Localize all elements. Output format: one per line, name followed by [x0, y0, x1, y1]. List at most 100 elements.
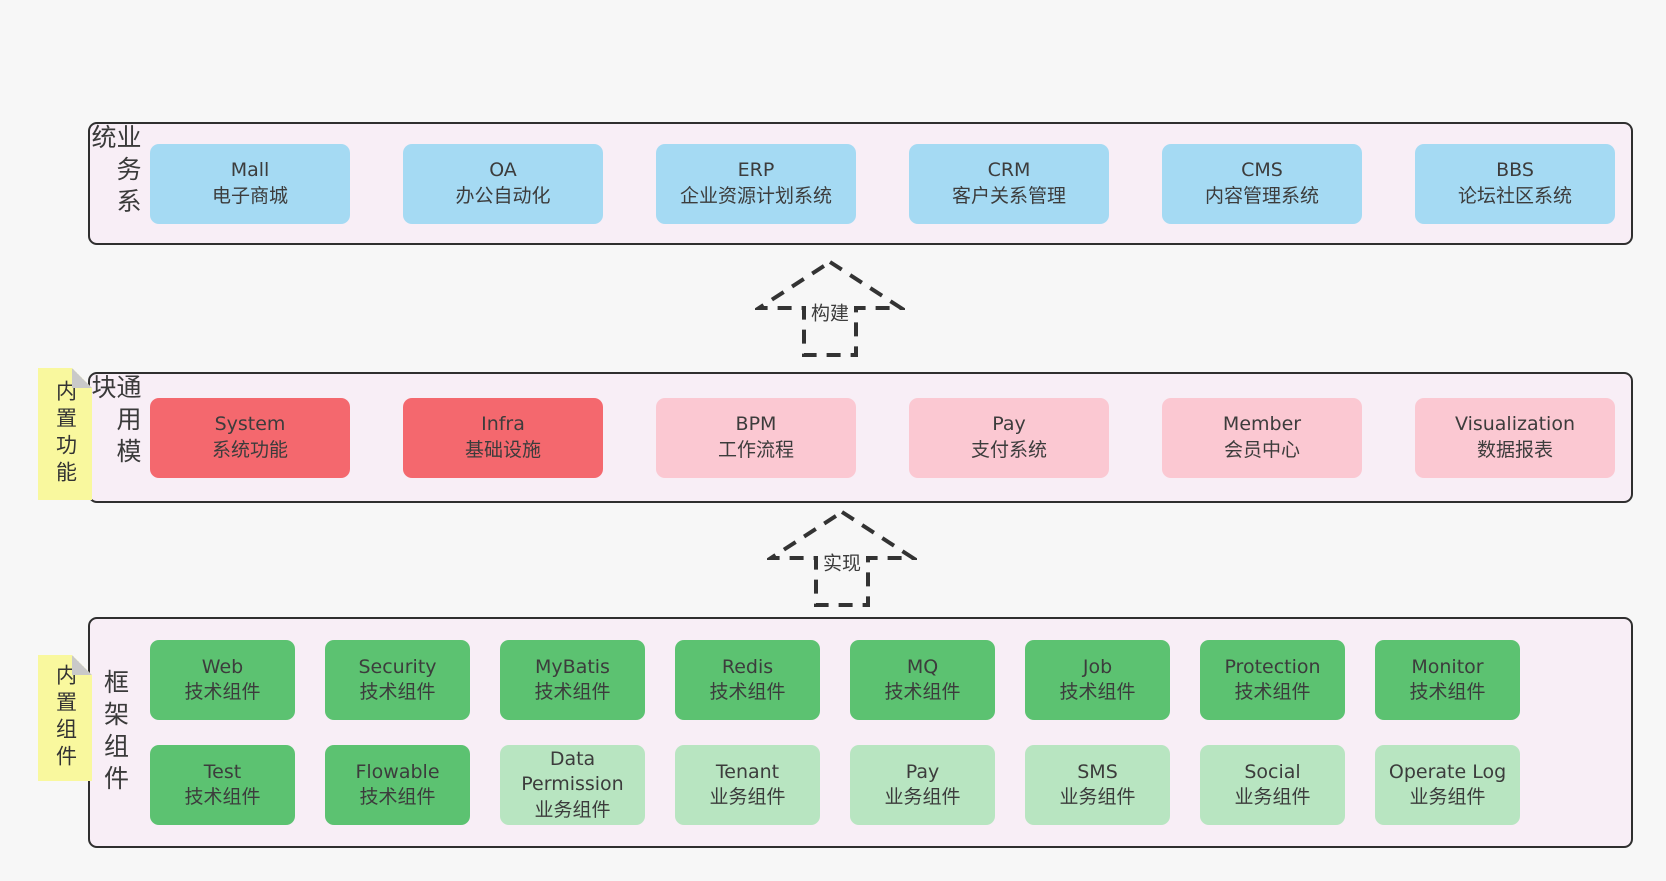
- box-title: BBS: [1496, 159, 1534, 182]
- note-label: 内置组件: [53, 664, 78, 772]
- box-tenant: Tenant 业务组件: [675, 745, 820, 825]
- layer-components-label: 框架组件: [100, 668, 130, 797]
- box-title: Redis: [721, 655, 774, 678]
- box-title: Visualization: [1454, 413, 1575, 436]
- box-title: Monitor: [1411, 655, 1484, 678]
- box-sms: SMS 业务组件: [1025, 745, 1170, 825]
- box-pay-component: Pay 业务组件: [850, 745, 995, 825]
- box-title: CMS: [1241, 159, 1283, 182]
- box-subtitle: 业务组件: [1409, 786, 1486, 808]
- box-subtitle: 业务组件: [709, 786, 786, 808]
- box-title: MQ: [906, 655, 939, 678]
- box-oa: OA 办公自动化: [403, 143, 603, 224]
- business-box-row: Mall 电子商城 OA 办公自动化 ERP 企业资源计划系统 CRM 客户关系…: [150, 143, 1615, 224]
- box-title: Social: [1244, 760, 1301, 783]
- box-subtitle: 企业资源计划系统: [679, 184, 832, 207]
- box-title: Security: [358, 655, 437, 678]
- box-title: Member: [1222, 413, 1302, 436]
- box-subtitle: 客户关系管理: [951, 184, 1066, 207]
- box-system: System 系统功能: [150, 397, 350, 478]
- box-subtitle: 论坛社区系统: [1457, 184, 1572, 207]
- box-title: CRM: [987, 159, 1031, 182]
- box-mybatis: MyBatis 技术组件: [500, 640, 645, 720]
- box-title: Pay: [905, 760, 940, 783]
- box-subtitle: 电子商城: [211, 184, 288, 207]
- box-subtitle: 基础设施: [464, 438, 541, 461]
- box-subtitle: 技术组件: [709, 681, 786, 703]
- arrow-label-implement: 实现: [818, 546, 866, 578]
- box-redis: Redis 技术组件: [675, 640, 820, 720]
- components-row-1: Web 技术组件 Security 技术组件 MyBatis 技术组件 Redi…: [150, 640, 1520, 720]
- box-data-permission: Data Permission 业务组件: [500, 745, 645, 825]
- box-title: MyBatis: [535, 655, 610, 678]
- box-subtitle: 数据报表: [1476, 438, 1553, 461]
- box-subtitle: 技术组件: [359, 681, 436, 703]
- box-test: Test 技术组件: [150, 745, 295, 825]
- box-subtitle: 内容管理系统: [1204, 184, 1319, 207]
- box-title: BPM: [735, 413, 777, 436]
- box-crm: CRM 客户关系管理: [909, 143, 1109, 224]
- box-subtitle: 技术组件: [534, 681, 611, 703]
- box-subtitle: 办公自动化: [455, 184, 551, 207]
- implement-arrow: 实现: [764, 508, 920, 608]
- box-subtitle: 业务组件: [534, 798, 611, 821]
- box-infra: Infra 基础设施: [403, 397, 603, 478]
- box-subtitle: 支付系统: [970, 438, 1047, 461]
- box-title: Protection: [1224, 655, 1321, 678]
- box-title: Test: [203, 760, 242, 783]
- box-mall: Mall 电子商城: [150, 143, 350, 224]
- up-arrow-icon: [764, 509, 920, 607]
- box-title: Mall: [230, 159, 270, 182]
- box-subtitle: 会员中心: [1223, 438, 1300, 461]
- layer-framework-components: 框架组件 Web 技术组件 Security 技术组件 MyBatis 技术组件…: [88, 617, 1633, 848]
- box-subtitle: 技术组件: [184, 786, 261, 808]
- box-pay-system: Pay 支付系统: [909, 397, 1109, 478]
- box-bpm: BPM 工作流程: [656, 397, 856, 478]
- box-subtitle: 业务组件: [1234, 786, 1311, 808]
- layer-common-modules: 通用模块 System 系统功能 Infra 基础设施 BPM 工作流程 Pay…: [88, 372, 1633, 503]
- box-monitor: Monitor 技术组件: [1375, 640, 1520, 720]
- box-title: Web: [201, 655, 244, 678]
- modules-box-row: System 系统功能 Infra 基础设施 BPM 工作流程 Pay 支付系统…: [150, 397, 1615, 478]
- box-security: Security 技术组件: [325, 640, 470, 720]
- up-arrow-icon: [752, 259, 908, 357]
- note-label: 内置功能: [53, 380, 78, 488]
- sticky-note-built-in-features: 内置功能: [38, 368, 92, 500]
- box-web: Web 技术组件: [150, 640, 295, 720]
- box-subtitle: 技术组件: [1059, 681, 1136, 703]
- build-arrow: 构建: [752, 258, 908, 358]
- box-title: SMS: [1077, 760, 1118, 783]
- box-title: Data Permission: [521, 748, 624, 796]
- box-title: System: [214, 413, 286, 436]
- sticky-note-built-in-components: 内置组件: [38, 655, 92, 781]
- box-subtitle: 技术组件: [184, 681, 261, 703]
- box-title: Pay: [992, 413, 1026, 436]
- box-operate-log: Operate Log 业务组件: [1375, 745, 1520, 825]
- layer-modules-label: 通用模块: [88, 374, 142, 470]
- box-subtitle: 业务组件: [1059, 786, 1136, 808]
- box-cms: CMS 内容管理系统: [1162, 143, 1362, 224]
- box-protection: Protection 技术组件: [1200, 640, 1345, 720]
- layer-business-label: 业务系统: [88, 124, 142, 220]
- box-job: Job 技术组件: [1025, 640, 1170, 720]
- box-subtitle: 系统功能: [211, 438, 288, 461]
- box-bbs: BBS 论坛社区系统: [1415, 143, 1615, 224]
- box-subtitle: 工作流程: [717, 438, 794, 461]
- box-subtitle: 技术组件: [359, 786, 436, 808]
- box-subtitle: 技术组件: [1234, 681, 1311, 703]
- box-title: Flowable: [355, 760, 440, 783]
- box-subtitle: 技术组件: [1409, 681, 1486, 703]
- box-subtitle: 业务组件: [884, 786, 961, 808]
- components-row-2: Test 技术组件 Flowable 技术组件 Data Permission …: [150, 745, 1520, 825]
- box-member: Member 会员中心: [1162, 397, 1362, 478]
- box-title: Job: [1082, 655, 1113, 678]
- layer-business-systems: 业务系统 Mall 电子商城 OA 办公自动化 ERP 企业资源计划系统 CRM…: [88, 122, 1633, 245]
- box-subtitle: 技术组件: [884, 681, 961, 703]
- box-mq: MQ 技术组件: [850, 640, 995, 720]
- box-title: Tenant: [715, 760, 780, 783]
- arrow-label-build: 构建: [806, 296, 854, 328]
- box-erp: ERP 企业资源计划系统: [656, 143, 856, 224]
- box-social: Social 业务组件: [1200, 745, 1345, 825]
- box-title: Infra: [481, 413, 525, 436]
- box-title: Operate Log: [1388, 760, 1507, 783]
